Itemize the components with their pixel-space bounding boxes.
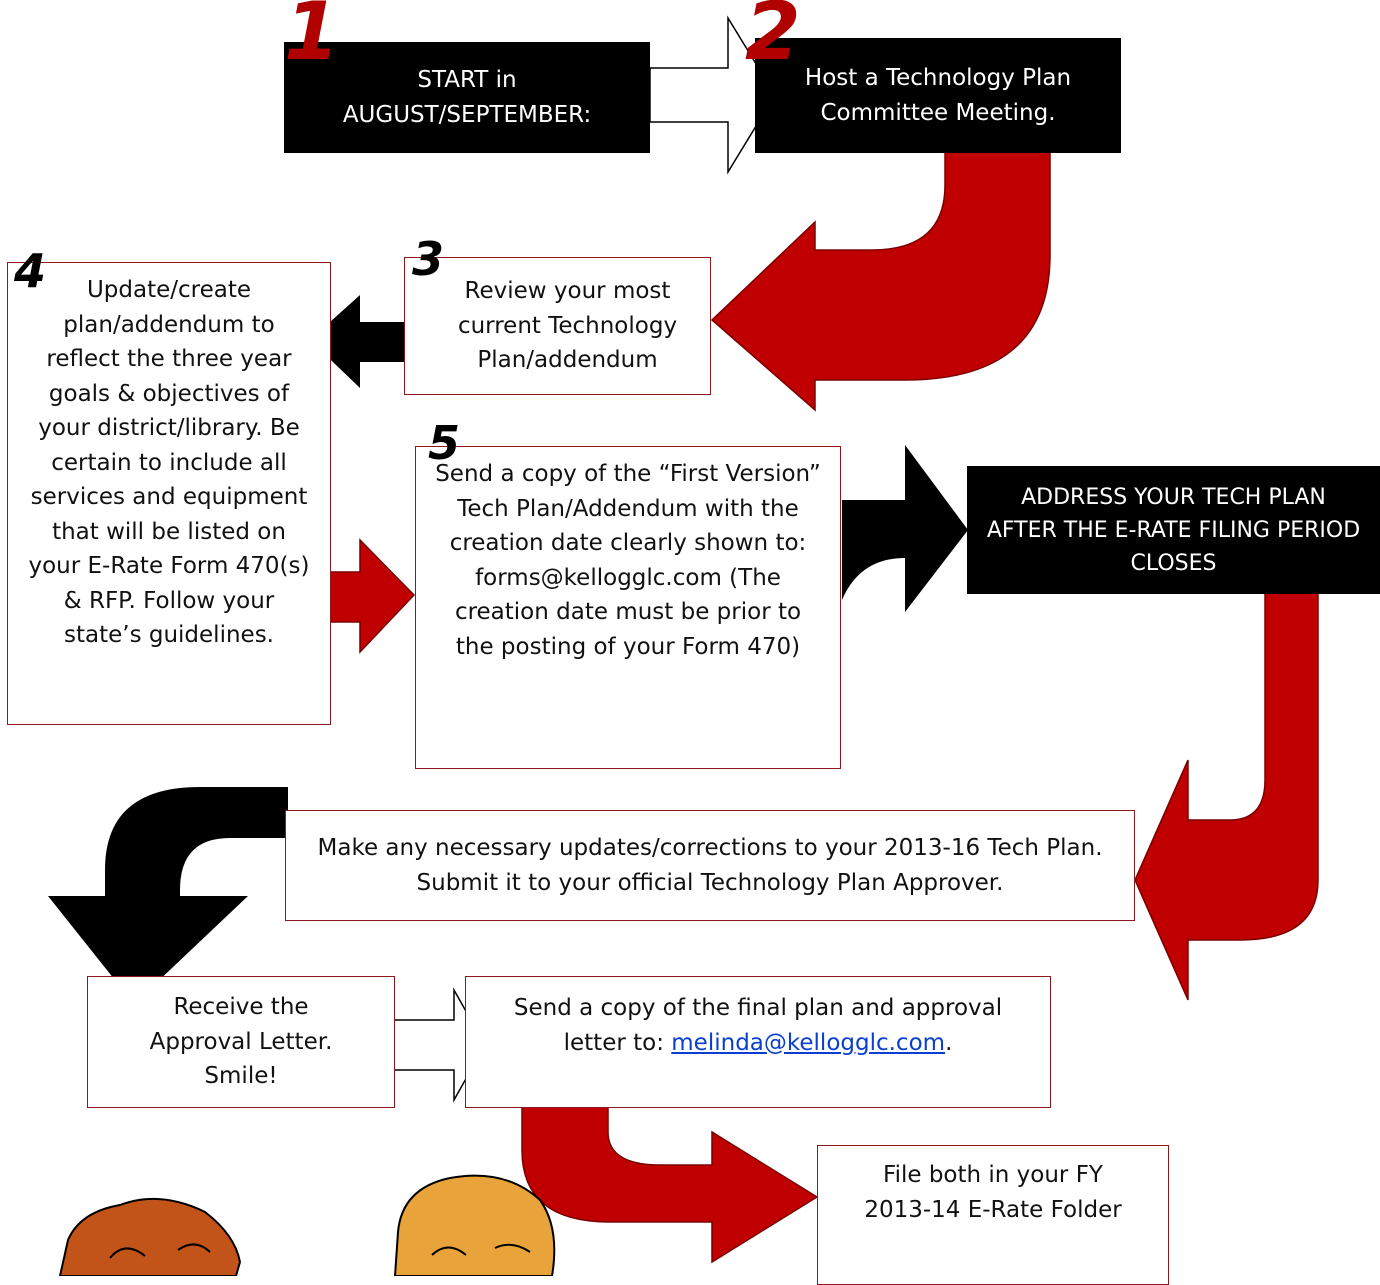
receive-letter-text: Receive the Approval Letter. Smile!: [149, 994, 333, 1090]
step-5-text: Send a copy of the “First Version” Tech …: [435, 461, 821, 660]
hollow-arrow-icon: [649, 15, 776, 175]
melinda-email-link[interactable]: melinda@kellogglc.com: [671, 1029, 946, 1056]
step-4-text: Update/create plan/addendum to reflect t…: [28, 277, 310, 648]
black-curved-arrow-icon: [48, 787, 288, 1004]
send-final-box: Send a copy of the final plan and approv…: [465, 976, 1051, 1108]
receive-letter-box: Receive the Approval Letter. Smile!: [87, 976, 395, 1108]
step-3-box: Review your most current Technology Plan…: [404, 257, 711, 395]
send-final-prefix: Send a copy of the final plan and approv…: [513, 995, 1003, 1056]
step-4-number: 4: [14, 244, 47, 298]
updates-box: Make any necessary updates/corrections t…: [285, 810, 1135, 921]
step-2-text: Host a Technology Plan Committee Meeting…: [804, 65, 1072, 126]
cartoon-faces-icon: [58, 1174, 556, 1276]
send-final-suffix: .: [945, 1029, 953, 1056]
red-curved-arrow-icon: [1134, 591, 1319, 1001]
file-folder-text: File both in your FY 2013-14 E-Rate Fold…: [864, 1162, 1122, 1223]
step-1-box: START in AUGUST/SEPTEMBER:: [284, 42, 650, 153]
step-5-box: Send a copy of the “First Version” Tech …: [415, 446, 841, 769]
address-tech-plan-box: ADDRESS YOUR TECH PLAN AFTER THE E-RATE …: [967, 466, 1380, 594]
updates-text: Make any necessary updates/corrections t…: [317, 835, 1103, 896]
file-folder-box: File both in your FY 2013-14 E-Rate Fold…: [817, 1145, 1169, 1285]
step-2-number: 2: [745, 0, 801, 78]
send-final-text: Send a copy of the final plan and approv…: [490, 991, 1026, 1060]
black-arrow-icon: [310, 295, 418, 388]
step-5-number: 5: [428, 416, 461, 470]
step-3-number: 3: [412, 232, 445, 286]
step-1-text: START in AUGUST/SEPTEMBER:: [342, 67, 592, 128]
step-1-number: 1: [284, 0, 340, 78]
step-4-box: Update/create plan/addendum to reflect t…: [7, 262, 331, 725]
red-curved-arrow-icon: [521, 1097, 819, 1264]
step-3-text: Review your most current Technology Plan…: [457, 278, 678, 374]
step-2-box: Host a Technology Plan Committee Meeting…: [755, 38, 1121, 153]
black-curved-arrow-icon: [842, 445, 968, 612]
address-tech-plan-text: ADDRESS YOUR TECH PLAN AFTER THE E-RATE …: [986, 484, 1361, 576]
red-curved-arrow-icon: [710, 149, 1051, 412]
